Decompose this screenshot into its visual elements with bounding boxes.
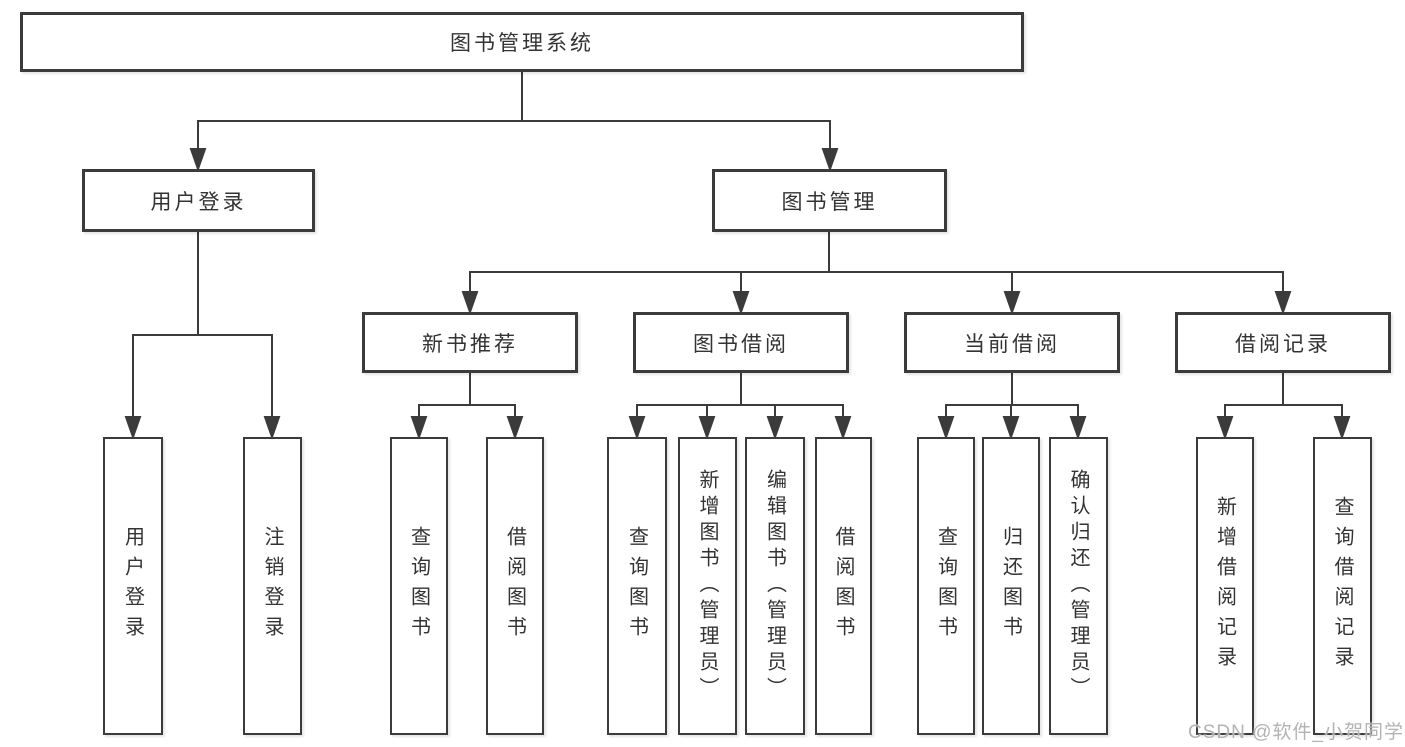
- leaf-borrow-borrow-books: 借阅图书: [815, 437, 872, 735]
- leaf-records-add: 新增借阅记录: [1196, 437, 1254, 735]
- leaf-user-login: 用户登录: [103, 437, 163, 735]
- leaf-borrow-query-books: 查询图书: [607, 437, 667, 735]
- node-current-borrow: 当前借阅: [904, 312, 1120, 373]
- node-book-borrow: 图书借阅: [633, 312, 849, 373]
- node-new-book-recommend: 新书推荐: [362, 312, 578, 373]
- node-book-management: 图书管理: [712, 169, 947, 232]
- leaf-logout: 注销登录: [243, 437, 302, 735]
- leaf-borrow-add-books-admin: 新增图书（管理员）: [678, 437, 737, 735]
- leaf-recommend-borrow-books: 借阅图书: [486, 437, 544, 735]
- csdn-watermark: CSDN @软件_小贺同学: [1188, 722, 1404, 743]
- leaf-current-query-books: 查询图书: [917, 437, 975, 735]
- leaf-current-confirm-return-admin: 确认归还（管理员）: [1049, 437, 1108, 735]
- node-borrow-records: 借阅记录: [1175, 312, 1391, 373]
- node-library-system: 图书管理系统: [20, 12, 1024, 72]
- leaf-current-return-books: 归还图书: [982, 437, 1040, 735]
- leaf-records-query: 查询借阅记录: [1313, 437, 1372, 735]
- node-user-login: 用户登录: [82, 169, 315, 232]
- leaf-borrow-edit-books-admin: 编辑图书（管理员）: [745, 437, 805, 735]
- leaf-recommend-query-books: 查询图书: [390, 437, 448, 735]
